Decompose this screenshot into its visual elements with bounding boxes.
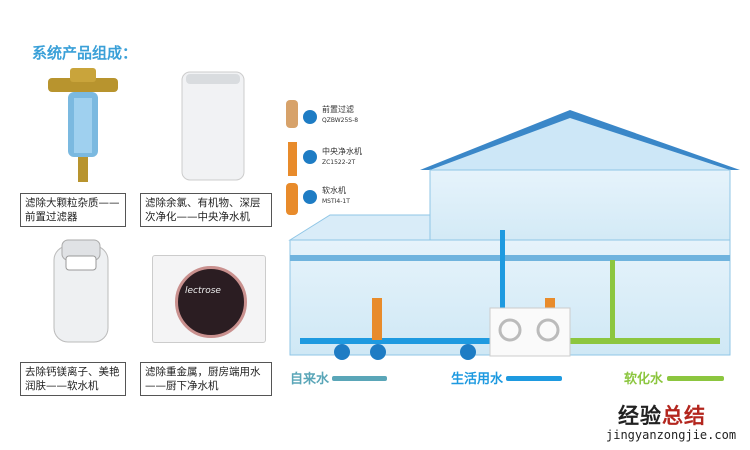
product-caption: 滤除余氯、有机物、深层次净化——中央净水机 xyxy=(140,193,272,227)
legend-domestic-water: 生活用水 xyxy=(451,372,504,387)
legend-swatch xyxy=(332,376,387,381)
item-model: QZBW25S-8 xyxy=(322,117,359,124)
product-caption: 滤除大颗粒杂质——前置过滤器 xyxy=(20,193,126,227)
legend-swatch xyxy=(667,376,724,381)
watermark-logo: 经验总结 xyxy=(618,404,706,428)
product-caption: 去除钙镁离子、美艳润肤——软水机 xyxy=(20,362,126,396)
legend-soft-water: 软化水 xyxy=(624,372,664,387)
section-title: 系统产品组成： xyxy=(32,44,138,62)
item-model: ZC1522-2T xyxy=(322,159,356,166)
central-purifier-image xyxy=(181,71,245,181)
water-softener-image xyxy=(53,239,109,343)
item-model: MSTI4-1T xyxy=(322,198,350,205)
legend-swatch xyxy=(506,376,562,381)
item-name: 中央净水机 xyxy=(322,147,362,156)
house-diagram xyxy=(286,100,740,360)
item-name: 软水机 xyxy=(322,186,346,195)
watermark-url: jingyanzongjie.com xyxy=(606,428,737,442)
under-sink-purifier-image: lectrose xyxy=(152,255,266,343)
product-caption: 滤除重金属，厨房端用水——厨下净水机 xyxy=(140,362,272,396)
legend-tap-water: 自来水 xyxy=(290,372,330,387)
item-name: 前置过滤 xyxy=(322,105,354,114)
pre-filter-image xyxy=(48,68,118,182)
brand-label: lectrose xyxy=(185,286,221,296)
